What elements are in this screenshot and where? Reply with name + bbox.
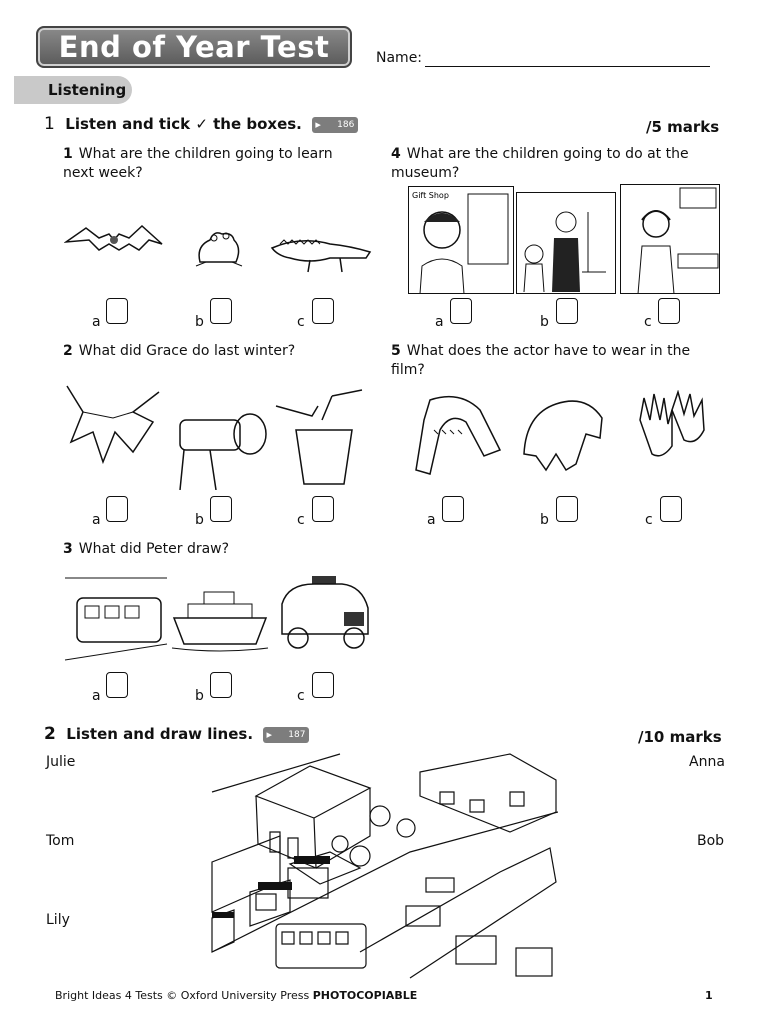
q3-checkbox-b[interactable] (210, 672, 232, 698)
option-letter: a (435, 314, 444, 330)
q4-checkbox-c[interactable] (658, 298, 680, 324)
exercise-2-number: 2 (44, 724, 56, 744)
exercise-2-marks: /10 marks (638, 728, 722, 746)
audio-track-number: 186 (337, 120, 355, 130)
exercise-1-marks: /5 marks (646, 118, 720, 136)
question-number: 3 (63, 541, 73, 557)
question-number: 5 (391, 343, 401, 359)
audio-track-badge[interactable]: ▸ 187 (263, 727, 310, 743)
option-letter: a (92, 512, 101, 528)
name-label-julie[interactable]: Julie (46, 754, 76, 770)
audio-track-number: 187 (288, 730, 306, 740)
footer-credit-text: Bright Ideas 4 Tests © Oxford University… (55, 989, 310, 1002)
section-tab-listening: Listening (14, 76, 132, 104)
q1-checkbox-b[interactable] (210, 298, 232, 324)
q1-checkbox-c[interactable] (312, 298, 334, 324)
cafe-woman-picture (620, 184, 720, 294)
exercise-1-heading: 1 Listen and tick ✓ the boxes. ▸ 186 (44, 114, 359, 134)
question-text: What did Peter draw? (78, 541, 230, 557)
town-scene-picture (211, 753, 558, 979)
footer-credit: Bright Ideas 4 Tests © Oxford University… (55, 989, 417, 1002)
option-letter: c (297, 512, 305, 528)
q5-checkbox-a[interactable] (442, 496, 464, 522)
option-letter: c (297, 314, 305, 330)
exercise-1-number: 1 (44, 114, 55, 134)
taxi-picture (281, 576, 369, 649)
question-text: What are the children going to do at the… (391, 146, 689, 181)
question-number: 2 (63, 343, 73, 359)
frog-picture (195, 232, 243, 267)
option-letter: c (644, 314, 652, 330)
option-letter: b (540, 314, 549, 330)
option-letter: a (92, 314, 101, 330)
question-text: What did Grace do last winter? (78, 343, 296, 359)
camera-picture (179, 413, 267, 490)
gloves-picture (639, 390, 705, 457)
question-text: What does the actor have to wear in the … (391, 343, 691, 378)
question-number: 4 (391, 146, 401, 162)
gift-shop-sign: Gift Shop (412, 191, 449, 200)
question-3: 3 What did Peter draw? (63, 540, 363, 559)
bat-picture (64, 224, 163, 251)
speaker-icon: ▸ (266, 728, 273, 741)
museum-guide-picture (516, 192, 616, 294)
q3-checkbox-a[interactable] (106, 672, 128, 698)
question-number: 1 (63, 146, 73, 162)
exercise-2-instruction: Listen and draw lines. (66, 725, 254, 743)
q1-checkbox-a[interactable] (106, 298, 128, 324)
q3-checkbox-c[interactable] (312, 672, 334, 698)
option-letter: a (92, 688, 101, 704)
name-label-bob[interactable]: Bob (697, 833, 725, 849)
q4-checkbox-b[interactable] (556, 298, 578, 324)
planting-picture (275, 389, 363, 485)
crocodile-picture (270, 239, 372, 273)
exercise-2-heading: 2 Listen and draw lines. ▸ 187 (44, 724, 310, 744)
footer-photocopiable: PHOTOCOPIABLE (312, 989, 418, 1002)
q2-checkbox-a[interactable] (106, 496, 128, 522)
option-letter: a (427, 512, 436, 528)
q2-checkbox-c[interactable] (312, 496, 334, 522)
page-title: End of Year Test (36, 26, 352, 68)
name-label-lily[interactable]: Lily (46, 912, 70, 928)
scarf-picture (415, 395, 502, 475)
q5-checkbox-b[interactable] (556, 496, 578, 522)
option-letter: b (195, 314, 204, 330)
option-letter: b (195, 688, 204, 704)
name-answer-line[interactable] (425, 66, 710, 67)
option-letter: b (540, 512, 549, 528)
folding-clothes-picture (66, 385, 160, 465)
q5-checkbox-c[interactable] (660, 496, 682, 522)
ship-picture (171, 591, 269, 652)
question-2: 2 What did Grace do last winter? (63, 342, 363, 361)
tram-picture (64, 577, 168, 661)
option-letter: c (645, 512, 653, 528)
audio-track-badge[interactable]: ▸ 186 (312, 117, 359, 133)
question-text: What are the children going to learn nex… (63, 146, 333, 181)
wig-picture (523, 400, 603, 472)
speaker-icon: ▸ (315, 118, 321, 131)
q2-checkbox-b[interactable] (210, 496, 232, 522)
name-label-tom[interactable]: Tom (46, 833, 75, 849)
option-letter: c (297, 688, 305, 704)
name-label: Name: (376, 50, 423, 66)
boy-gift-shop-picture: Gift Shop (408, 186, 514, 294)
q4-checkbox-a[interactable] (450, 298, 472, 324)
option-letter: b (195, 512, 204, 528)
exercise-1-instruction: Listen and tick ✓ the boxes. (65, 115, 302, 133)
name-label-anna[interactable]: Anna (689, 754, 725, 770)
page-number: 1 (705, 989, 713, 1002)
